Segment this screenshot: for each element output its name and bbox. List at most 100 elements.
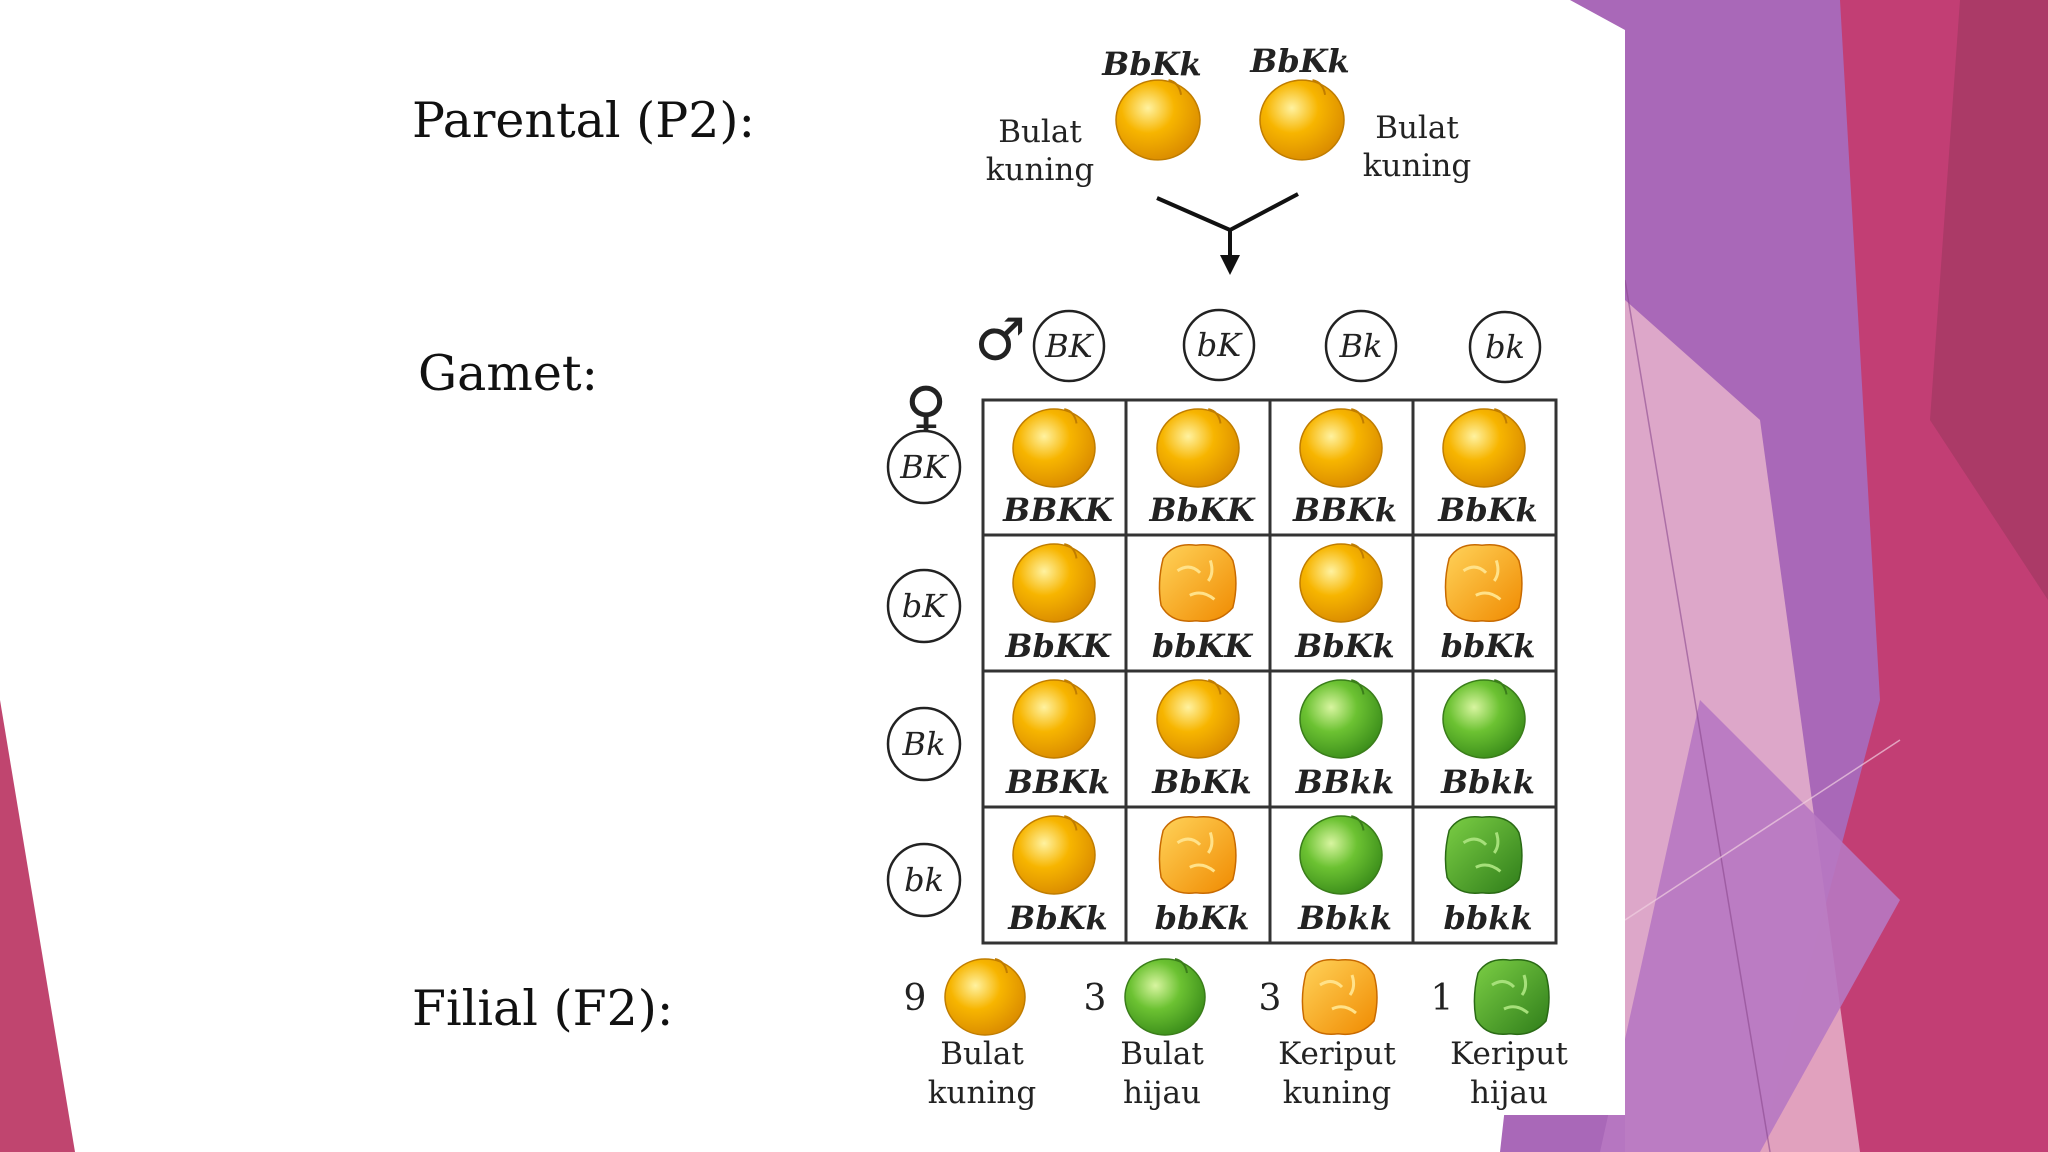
svg-text:bK: bK: [1197, 326, 1243, 364]
cell-genotype: bbKK: [1152, 627, 1254, 665]
cell-genotype: BbKK: [1148, 491, 1255, 529]
male-gamete: bK: [1182, 308, 1256, 382]
yellow-round-seed-icon: [1012, 543, 1096, 623]
svg-text:BK: BK: [899, 448, 950, 486]
yellow-round-seed-icon: [1442, 408, 1526, 488]
yellow-round-seed-icon: [1259, 79, 1345, 161]
phenotype-label-line1: Bulat: [940, 1036, 1024, 1072]
green-wrinkled-seed-icon: [1473, 958, 1550, 1036]
parental-label: Parental (P2):: [412, 92, 755, 149]
punnett-cell: bbkk: [1443, 816, 1533, 937]
filial-label: Filial (F2):: [412, 980, 674, 1037]
phenotype-label-line2: kuning: [1283, 1075, 1391, 1111]
svg-text:bk: bk: [904, 861, 944, 899]
svg-text:bk: bk: [1485, 328, 1525, 366]
right-deep-facet: [1930, 0, 2048, 600]
male-symbol: ♂: [974, 306, 1026, 374]
yellow-wrinkled-seed-icon: [1444, 544, 1523, 622]
cell-genotype: Bbkk: [1440, 763, 1535, 801]
parent-phenotype-line2: kuning: [1363, 148, 1471, 184]
female-gamete: bk: [886, 842, 962, 918]
gamet-label: Gamet:: [418, 345, 599, 402]
svg-text:bK: bK: [902, 587, 948, 625]
yellow-round-seed-icon: [1156, 408, 1240, 488]
punnett-cell: Bbkk: [1440, 679, 1535, 801]
green-round-seed-icon: [1442, 679, 1526, 759]
punnett-cell: BbKK: [1148, 408, 1256, 529]
cell-genotype: BbKk: [1007, 899, 1107, 937]
parent-phenotype-line1: Bulat: [1375, 110, 1459, 146]
phenotype-count: 3: [1259, 978, 1282, 1019]
punnett-cell: bbKk: [1441, 544, 1536, 665]
yellow-round-seed-icon: [1115, 79, 1201, 161]
punnett-cell: BBKK: [1002, 408, 1114, 529]
punnett-grid: [981, 398, 1558, 945]
phenotype-label-line1: Keriput: [1450, 1036, 1568, 1072]
yellow-wrinkled-seed-icon: [1158, 544, 1237, 622]
punnett-cell: bbKK: [1152, 544, 1254, 665]
cross-arrow: [1156, 192, 1299, 262]
parent-genotype: BbKk: [1249, 42, 1349, 80]
right-thin-line: [1624, 279, 1771, 1152]
yellow-round-seed-icon: [1012, 408, 1096, 488]
female-gamete: BK: [886, 429, 962, 505]
left-accent-shape: [0, 700, 75, 1152]
yellow-round-seed-icon: [1156, 679, 1240, 759]
svg-text:Bk: Bk: [902, 725, 946, 763]
punnett-cell: BBKk: [1005, 679, 1110, 801]
green-round-seed-icon: [1124, 958, 1206, 1036]
male-gamete: bk: [1468, 310, 1542, 384]
yellow-round-seed-icon: [1012, 815, 1096, 895]
punnett-cell: BBKk: [1292, 408, 1397, 529]
phenotype-label-line1: Keriput: [1278, 1036, 1396, 1072]
punnett-cell: bbKk: [1155, 816, 1250, 937]
punnett-cell: BbKk: [1294, 543, 1395, 665]
cell-genotype: BbKk: [1437, 491, 1537, 529]
cell-genotype: bbKk: [1155, 899, 1250, 937]
yellow-round-seed-icon: [944, 958, 1026, 1036]
yellow-wrinkled-seed-icon: [1301, 958, 1378, 1036]
phenotype-count: 1: [1431, 978, 1454, 1019]
parent-seed: [1259, 79, 1345, 161]
cell-genotype: BbKk: [1151, 763, 1251, 801]
cell-genotype: BBKK: [1002, 491, 1114, 529]
cell-genotype: BbKK: [1004, 627, 1111, 665]
punnett-cell: BbKk: [1437, 408, 1538, 529]
cell-genotype: BBkk: [1295, 763, 1394, 801]
cell-genotype: BBKk: [1005, 763, 1110, 801]
svg-text:BK: BK: [1044, 327, 1095, 365]
phenotype-label-line1: Bulat: [1120, 1036, 1204, 1072]
phenotype-label-line2: hijau: [1123, 1075, 1201, 1111]
parent-phenotype-line1: Bulat: [998, 114, 1082, 150]
parent-phenotype-line2: kuning: [986, 152, 1094, 188]
cell-genotype: Bbkk: [1297, 899, 1392, 937]
cell-genotype: bbkk: [1443, 899, 1532, 937]
female-gamete: bK: [886, 568, 962, 644]
right-thin-line-2: [1624, 739, 1901, 921]
phenotype-label-line2: hijau: [1470, 1075, 1548, 1111]
punnett-cell: Bbkk: [1297, 815, 1392, 937]
punnett-cell: BbKk: [1151, 679, 1252, 801]
svg-text:Bk: Bk: [1339, 327, 1383, 365]
yellow-wrinkled-seed-icon: [1158, 816, 1237, 894]
cell-genotype: BbKk: [1294, 627, 1394, 665]
punnett-cell: BbKK: [1004, 543, 1112, 665]
green-round-seed-icon: [1299, 815, 1383, 895]
green-wrinkled-seed-icon: [1444, 816, 1523, 894]
phenotype-count: 3: [1084, 978, 1107, 1019]
yellow-round-seed-icon: [1299, 543, 1383, 623]
punnett-cell: BbKk: [1007, 815, 1108, 937]
parent-genotype: BbKk: [1101, 45, 1201, 83]
male-gamete: BK: [1032, 309, 1106, 383]
cell-genotype: bbKk: [1441, 627, 1536, 665]
yellow-round-seed-icon: [1012, 679, 1096, 759]
green-round-seed-icon: [1299, 679, 1383, 759]
female-gamete: Bk: [886, 706, 962, 782]
punnett-cell: BBkk: [1295, 679, 1394, 801]
